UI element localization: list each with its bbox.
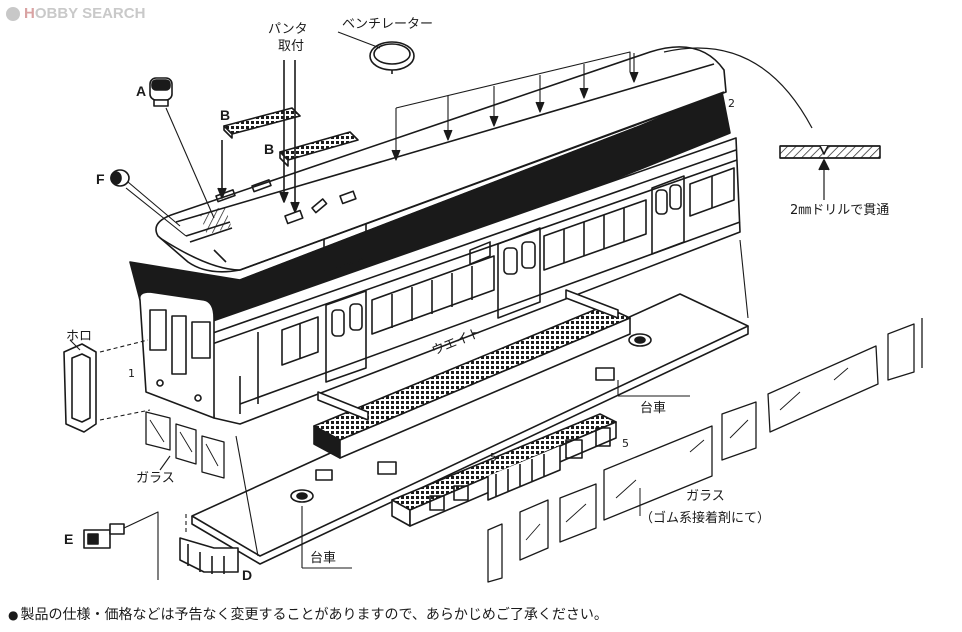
logo-text: OBBY SEARCH <box>34 5 146 22</box>
label-part-b1: B <box>220 107 231 123</box>
label-bogie-bottom: 台車 <box>310 551 337 566</box>
part-d-coupler <box>179 512 239 574</box>
drill-detail <box>663 47 881 200</box>
weight-part <box>313 289 631 459</box>
ventilator-part <box>369 41 415 74</box>
label-glass-right: ガラス <box>686 489 725 504</box>
label-num-5a: 5 <box>490 451 497 464</box>
label-glass-left: ガラス <box>136 471 175 486</box>
watermark-logo: HOBBY SEARCH <box>6 5 145 22</box>
ventilator-guides <box>391 51 639 161</box>
horo-part <box>63 339 151 433</box>
bullet-icon: ● <box>8 608 19 622</box>
part-f <box>110 169 187 237</box>
label-num-5b: 5 <box>622 437 629 450</box>
part-a <box>149 77 215 219</box>
pantograph-arrows <box>217 60 300 213</box>
footer-note: ●製品の仕様・価格などは予告なく変更することがありますので、あらかじめご了承くだ… <box>8 604 608 624</box>
label-part-b2: B <box>264 141 275 157</box>
part-e-coupler <box>83 511 159 580</box>
logo-letter: H <box>24 5 35 22</box>
label-num-2: 2 <box>728 97 735 110</box>
label-num-1: 1 <box>128 367 135 380</box>
car-body <box>129 91 741 425</box>
label-panta-mount: 取付 <box>278 39 305 54</box>
glass-left-set <box>145 411 225 479</box>
label-bogie-right: 台車 <box>640 401 667 416</box>
pantograph-base-b1 <box>223 107 301 139</box>
label-part-f: F <box>96 171 105 187</box>
bogie-blocks <box>315 367 615 481</box>
footer-note-text: 製品の仕様・価格などは予告なく変更することがありますので、あらかじめご了承くださ… <box>20 607 608 623</box>
label-horo: ホロ <box>66 329 93 344</box>
side-windows <box>281 167 735 366</box>
label-panta: パンタ <box>268 22 308 37</box>
label-glue-note: （ゴム系接着剤にて） <box>640 511 771 526</box>
logo-mark-icon <box>6 6 20 21</box>
label-ventilator: ベンチレーター <box>342 17 434 32</box>
label-part-d: D <box>242 567 253 583</box>
underfloor-equipment <box>391 241 617 527</box>
label-drill: 2㎜ドリルで貫通 <box>790 203 890 218</box>
label-part-e: E <box>64 531 74 547</box>
label-part-a: A <box>136 83 147 99</box>
roof <box>155 46 727 273</box>
glass-right-set <box>487 318 923 583</box>
